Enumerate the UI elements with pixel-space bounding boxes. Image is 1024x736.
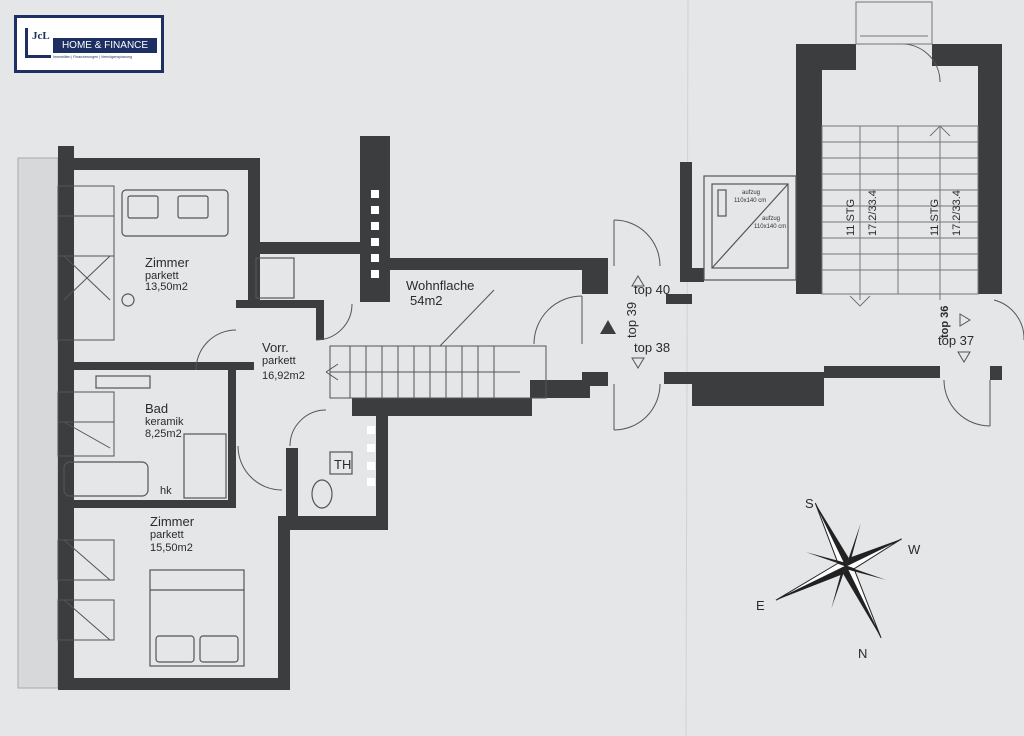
stairwell [821,1,979,307]
room-vorraum-area: 16,92m2 [262,370,305,382]
door-entry [533,295,583,345]
unit-markers [631,275,971,369]
compass-w: W [908,542,921,557]
facade-strip [17,157,59,689]
unit-top40: top 40 [634,282,670,297]
sofa-icon [121,189,229,237]
furniture [63,189,353,667]
door-top36 [993,299,1024,340]
washbasin-icon [95,375,151,389]
door-vorraum-wohn [315,303,353,341]
door-top38 [613,383,661,431]
unit-top36: top 36 [939,306,951,338]
room-zimmer2-area: 15,50m2 [150,542,193,554]
door-top37 [943,379,991,427]
room-vorraum-floor: parkett [262,355,296,367]
room-wohnflaeche-area: 54m2 [410,293,443,308]
elevator-size-1: 110x140 cm [734,198,766,204]
company-logo: JcL HOME & FINANCE Immobilien | Finanzie… [14,15,164,73]
room-zimmer1-area: 13,50m2 [145,281,188,293]
stairs-2-dims: 17.2/33.4 [951,190,963,236]
logo-tagline: Immobilien | Finanzierungen | Vermögensp… [53,55,132,59]
elevator-size-2: 110x140 cm [754,224,786,230]
walls [58,44,1002,690]
elevator [703,175,797,281]
doors [195,43,1024,491]
shower-icon [183,433,227,499]
room-vorraum-name: Vorr. [262,340,289,355]
room-bad-area: 8,25m2 [145,428,182,440]
compass-n: N [858,646,867,661]
label-th: TH [334,457,351,472]
paper-fold [685,0,689,736]
bed-icon [149,569,245,667]
toilet-icon [311,479,333,509]
unit-top37: top 37 [938,333,974,348]
unit-top38: top 38 [634,340,670,355]
door-top40 [613,219,661,267]
room-zimmer1-name: Zimmer [145,255,190,270]
compass-rose-icon [775,502,902,639]
interior-stair [325,289,547,399]
plant-icon [121,293,135,307]
bathtub-icon [63,461,149,497]
logo-title: HOME & FINANCE [53,38,157,53]
logo-mark-icon: JcL [25,28,51,58]
room-zimmer2-floor: parkett [150,529,184,541]
stairs-1-dims: 17.2/33.4 [867,190,879,236]
room-zimmer1-floor: parkett [145,270,179,282]
entry-arrow-icon [600,320,616,334]
door-wc [289,409,327,447]
elevator-label-2: aufzug [762,216,780,222]
elevator-label-1: aufzug [742,190,760,196]
room-wohnflaeche-name: Wohnflache [406,278,474,293]
door-vorraum-zimmer [195,329,237,371]
unit-top39: top 39 [624,302,639,338]
label-hk: hk [160,485,172,497]
wc-icon [255,257,295,299]
room-zimmer2-name: Zimmer [150,514,195,529]
stairs-1-title: 11 STG [845,199,857,236]
door-top-stair [901,43,941,83]
room-bad-floor: keramik [145,416,184,428]
vent-openings [367,190,379,486]
stairs-2-title: 11 STG [929,199,941,236]
compass-e: E [756,598,765,613]
room-bad-name: Bad [145,401,168,416]
window-bays [57,185,115,641]
logo-mark-text: JcL [32,30,50,42]
door-bad [237,445,283,491]
compass-s: S [805,496,814,511]
